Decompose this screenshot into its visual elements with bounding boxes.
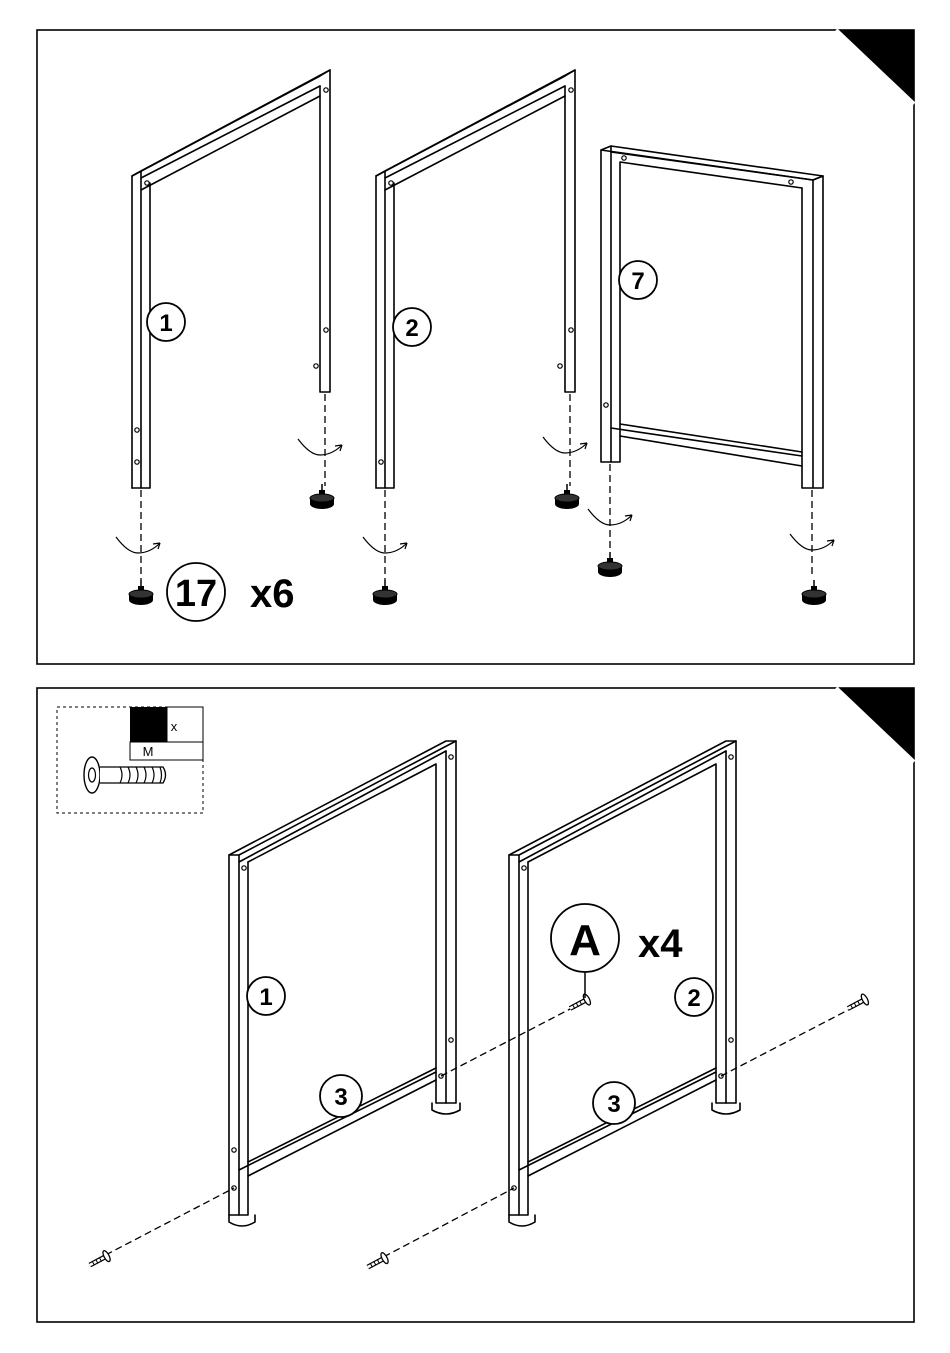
part-callout-2: 2: [393, 308, 431, 346]
part-callout-7: 7: [619, 261, 657, 299]
quantity-swatch: [130, 707, 167, 742]
svg-text:2: 2: [687, 985, 700, 1012]
svg-text:1: 1: [159, 310, 172, 337]
part-callout-1: 1: [147, 303, 185, 341]
legend-size-label: M: [143, 744, 154, 759]
svg-text:1: 1: [259, 984, 272, 1011]
panel-border: [37, 30, 914, 664]
foot-quantity: x6: [250, 572, 295, 616]
svg-text:2: 2: [405, 315, 418, 342]
svg-text:3: 3: [607, 1091, 620, 1118]
part-callout-3-left: 3: [320, 1075, 362, 1117]
part-callout-3-right: 3: [593, 1082, 635, 1124]
svg-text:7: 7: [631, 268, 644, 295]
svg-text:17: 17: [175, 573, 217, 615]
part-callout-1: 1: [247, 977, 285, 1015]
legend-count-label: x: [171, 719, 178, 734]
svg-text:A: A: [569, 916, 601, 965]
panel-border: [37, 688, 914, 1322]
foot-callout: 17: [167, 563, 225, 621]
screw-quantity: x4: [638, 922, 683, 966]
part-callout-2: 2: [675, 978, 713, 1016]
step-2-panel: x M: [37, 688, 914, 1322]
step-1-panel: 1 2 7 17 x6: [37, 30, 914, 664]
svg-text:3: 3: [334, 1084, 347, 1111]
